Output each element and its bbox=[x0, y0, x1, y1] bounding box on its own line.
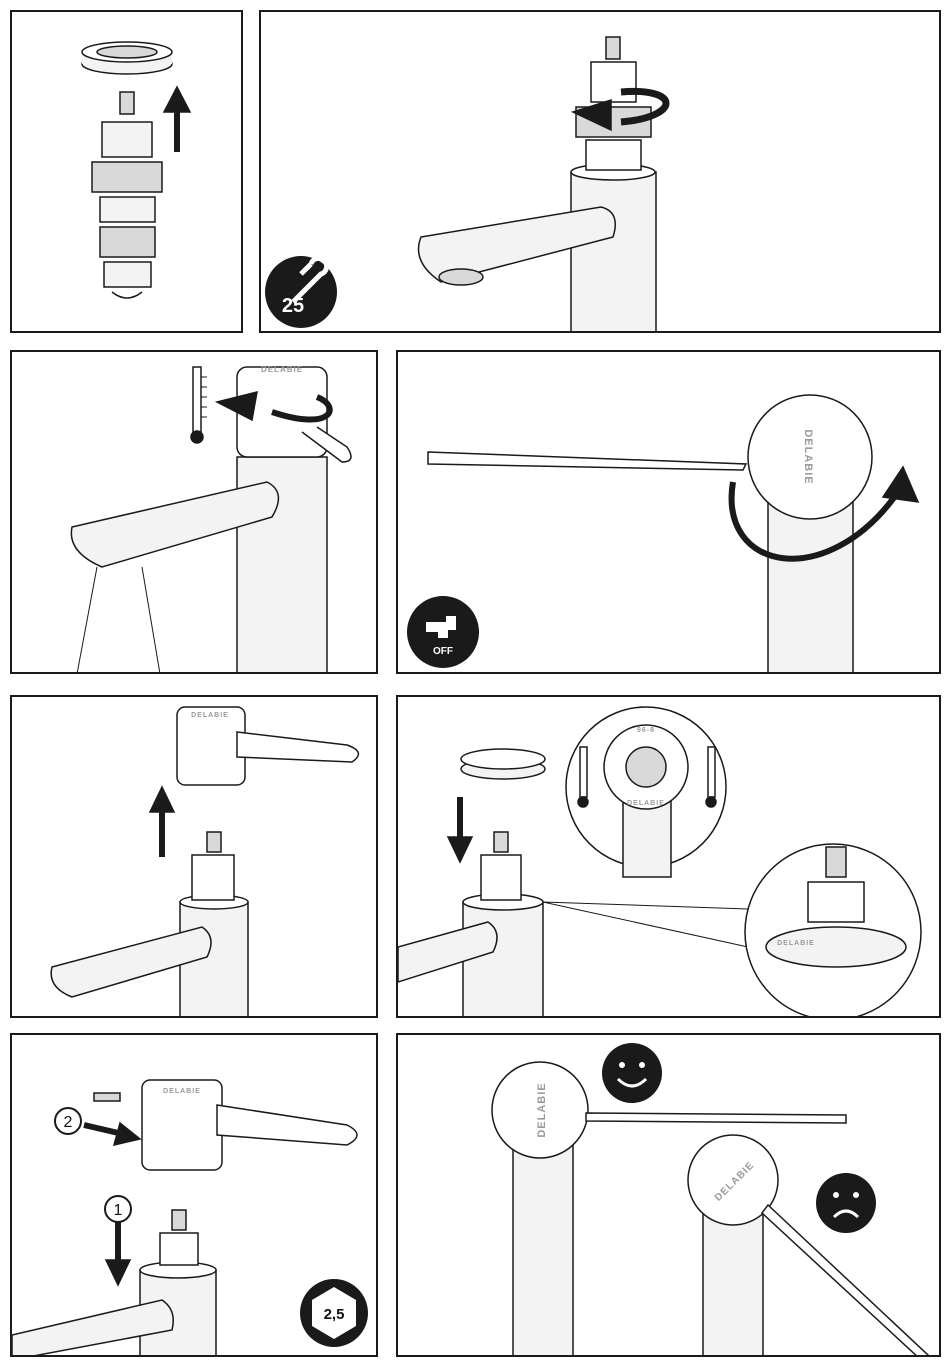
panel-lever-rotation: DELABIE OFF bbox=[396, 350, 941, 674]
lever bbox=[428, 452, 746, 470]
panel-lever-position-check: DELABIE DELABIE bbox=[396, 1033, 941, 1357]
brand-label: DELABIE bbox=[802, 429, 814, 484]
svg-text:2: 2 bbox=[64, 1114, 73, 1131]
lever-rotation-illustration: DELABIE OFF bbox=[398, 352, 941, 674]
temperature-adjust-illustration: DELABIE bbox=[12, 352, 378, 674]
brand-label-correct: DELABIE bbox=[536, 1082, 548, 1137]
brand-label: DELABIE bbox=[191, 712, 229, 719]
panel-install-ring: 96-8 DELABIE DELABIE bbox=[396, 695, 941, 1018]
tap-body bbox=[571, 172, 656, 333]
thermometer-icon bbox=[191, 367, 207, 443]
svg-text:1: 1 bbox=[114, 1202, 123, 1219]
lever-correct bbox=[586, 1113, 846, 1123]
unscrew-cartridge-illustration: 25 bbox=[261, 12, 941, 333]
step-1-marker: 1 bbox=[105, 1196, 131, 1222]
lever bbox=[237, 732, 358, 762]
inset-code: 96-8 bbox=[637, 727, 655, 734]
lever-position-illustration: DELABIE DELABIE bbox=[398, 1035, 941, 1357]
panel-temperature-adjust: DELABIE bbox=[10, 350, 378, 674]
smiley-happy-icon bbox=[602, 1043, 662, 1103]
thermometer-hot-icon bbox=[708, 747, 715, 797]
install-ring-illustration: 96-8 DELABIE DELABIE bbox=[398, 697, 941, 1018]
smiley-sad-icon bbox=[816, 1173, 876, 1233]
hex-key-badge: 2,5 bbox=[300, 1279, 368, 1347]
remove-handle-illustration: DELABIE bbox=[12, 697, 378, 1018]
panel-cartridge-removal bbox=[10, 10, 243, 333]
step-2-marker: 2 bbox=[55, 1108, 81, 1134]
wrench-size-badge: 25 bbox=[265, 256, 337, 328]
brand-label: DELABIE bbox=[261, 365, 303, 374]
hex-key-size: 2,5 bbox=[324, 1306, 345, 1323]
brand-label: DELABIE bbox=[163, 1088, 201, 1095]
thermometer-cold-icon bbox=[580, 747, 587, 797]
refit-handle-illustration: 2 1 DELABIE 2,5 bbox=[12, 1035, 378, 1357]
panel-remove-handle: DELABIE bbox=[10, 695, 378, 1018]
wrench-size-text: 25 bbox=[282, 295, 304, 317]
tap-body bbox=[463, 902, 543, 1018]
panel-refit-handle: 2 1 DELABIE 2,5 bbox=[10, 1033, 378, 1357]
cartridge-removal-illustration bbox=[12, 12, 243, 333]
off-label: OFF bbox=[433, 646, 453, 657]
brand-label: DELABIE bbox=[777, 940, 815, 947]
grub-screw bbox=[94, 1093, 120, 1101]
panel-unscrew-cartridge: 25 bbox=[259, 10, 941, 333]
lever bbox=[217, 1105, 357, 1145]
inset-brand-label: DELABIE bbox=[627, 800, 665, 807]
water-off-badge: OFF bbox=[407, 596, 479, 668]
